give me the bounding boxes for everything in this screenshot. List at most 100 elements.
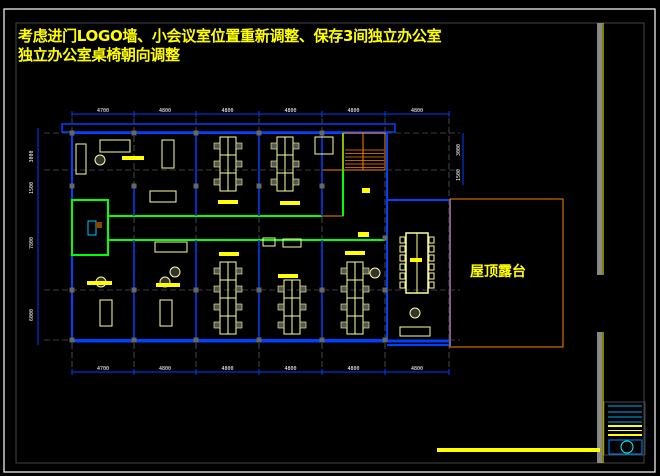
room-label-bar (156, 283, 180, 287)
roof-terrace-outline (449, 198, 564, 348)
workstations-bottom-1 (213, 261, 243, 335)
round-stool (409, 307, 421, 319)
dimension-label-left: 7800 (29, 237, 35, 249)
office-furniture (99, 299, 113, 327)
chair (213, 321, 221, 329)
column (69, 287, 75, 293)
drawing-title-line2: 独立办公室桌椅朝向调整 (18, 46, 180, 64)
dimension-label-top: 4800 (159, 108, 171, 114)
yellow-strip (437, 448, 600, 452)
exterior-wall-top (61, 123, 396, 133)
office-furniture (161, 139, 175, 169)
dimension-label-left: 6000 (29, 309, 35, 321)
column (319, 287, 325, 293)
column (193, 337, 199, 343)
column (193, 287, 199, 293)
column (193, 183, 199, 189)
logo-wall-item (96, 222, 102, 228)
chair (362, 285, 370, 293)
dimension-label-bottom: 4800 (221, 366, 233, 372)
column (131, 130, 137, 136)
dimension-label-bottom: 4800 (347, 366, 359, 372)
dimension-label-top: 4700 (97, 108, 109, 114)
room-label-bar (410, 258, 422, 262)
office-furniture (399, 326, 431, 337)
column (193, 130, 199, 136)
column (319, 183, 325, 189)
room-label-bar (87, 281, 112, 285)
dimension-label-top: 4800 (411, 108, 423, 114)
chair (299, 321, 307, 329)
chair (292, 142, 300, 150)
chair (428, 254, 435, 262)
dimension-label-top: 4800 (347, 108, 359, 114)
column (319, 130, 325, 136)
chair (362, 321, 370, 329)
column (256, 287, 262, 293)
staircase (342, 132, 386, 171)
chair (292, 178, 300, 186)
chair (213, 285, 221, 293)
room-label-bar (122, 156, 144, 160)
chair (277, 303, 285, 311)
chair (340, 303, 348, 311)
room-label-bar (280, 201, 300, 205)
column (69, 130, 75, 136)
inner-frame (15, 22, 645, 464)
dimension-label-top: 4800 (284, 108, 296, 114)
workstations-top-1 (213, 136, 243, 192)
chair (399, 263, 406, 271)
office-furniture (154, 241, 188, 253)
column (69, 337, 75, 343)
chair (428, 281, 435, 289)
chair (277, 321, 285, 329)
chair (235, 178, 243, 186)
round-stool (369, 267, 381, 279)
reception-desk (87, 220, 97, 236)
chair (399, 281, 406, 289)
chair (213, 303, 221, 311)
office-furniture (99, 139, 131, 153)
chair (428, 245, 435, 253)
chair (270, 142, 278, 150)
dimension-label-left: 3000 (29, 150, 35, 162)
room-label-bar (219, 252, 239, 256)
chair (213, 178, 221, 186)
frame-bar-lower (597, 332, 602, 463)
storage-room (321, 169, 344, 217)
column (69, 183, 75, 189)
column (131, 337, 137, 343)
roof-terrace-label: 屋顶露台 (470, 264, 526, 280)
dimension-label-bottom: 4700 (97, 366, 109, 372)
title-block (603, 401, 646, 456)
column (256, 337, 262, 343)
room-label-bar (218, 200, 238, 204)
workstations-bottom-3 (340, 261, 370, 335)
chair (299, 303, 307, 311)
chair (213, 160, 221, 168)
column (256, 130, 262, 136)
chair (399, 236, 406, 244)
small-desk (314, 136, 334, 155)
room-label-bar (362, 188, 370, 193)
dimension-label-bottom: 4800 (159, 366, 171, 372)
stair-outline (342, 132, 386, 171)
chair (340, 267, 348, 275)
chair (235, 160, 243, 168)
workstations-bottom-2 (277, 279, 307, 335)
cabinet (262, 237, 276, 247)
chair (428, 272, 435, 280)
dimension-label-right: 3000 (456, 144, 462, 156)
dimension-label-right: 1500 (456, 169, 462, 181)
chair (235, 321, 243, 329)
office-furniture (159, 299, 173, 327)
column (319, 337, 325, 343)
dimension-label-top: 4800 (221, 108, 233, 114)
chair (299, 285, 307, 293)
chair (340, 321, 348, 329)
chair (213, 142, 221, 150)
column (382, 337, 388, 343)
chair (292, 160, 300, 168)
cabinet (282, 238, 302, 248)
chair (235, 267, 243, 275)
